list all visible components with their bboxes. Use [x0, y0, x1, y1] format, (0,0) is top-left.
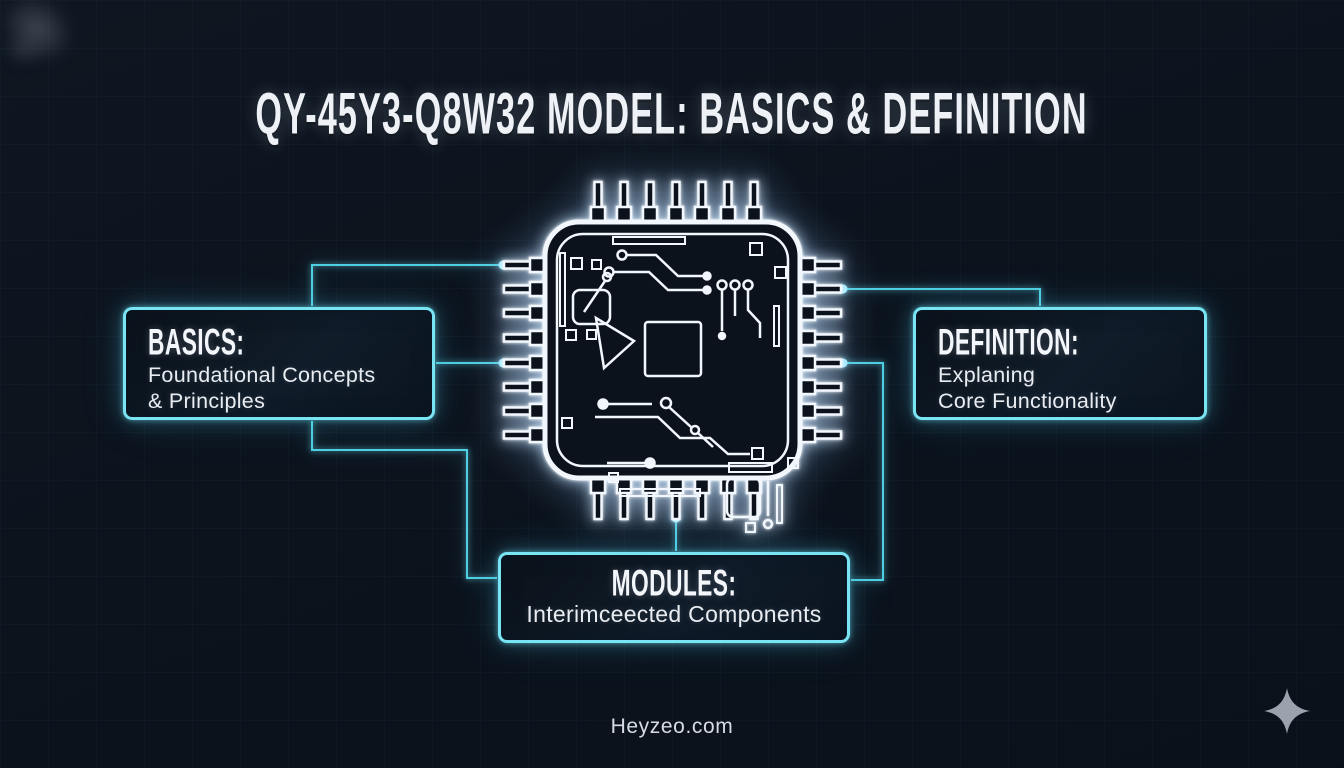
- chip-circuit-traces: [559, 236, 799, 533]
- edge-definition-top: [843, 288, 1041, 306]
- definition-heading: DEFINITION:: [938, 323, 1079, 364]
- node-definition: DEFINITION: Explaning Core Functionality: [913, 307, 1207, 420]
- node-basics: BASICS: Foundational Concepts & Principl…: [123, 307, 435, 420]
- chip-pins-right: [797, 256, 843, 444]
- page-title: QY-45Y3-Q8W32 MODEL: BASICS & DEFINITION: [0, 80, 1344, 146]
- modules-heading: MODULES:: [611, 564, 737, 605]
- basics-heading: BASICS:: [148, 323, 245, 364]
- page-title-text: QY-45Y3-Q8W32 MODEL: BASICS & DEFINITION: [255, 80, 1089, 147]
- chip-pins-left: [502, 256, 548, 444]
- chip-pins-top: [589, 180, 763, 225]
- chip-body: [542, 219, 803, 481]
- corner-smudge-texture: [0, 28, 52, 74]
- edge-basics-modules: [311, 421, 497, 579]
- sparkle-icon: [1264, 688, 1310, 734]
- basics-description: Foundational Concepts & Principles: [148, 363, 376, 413]
- chip-pins-bottom: [589, 475, 763, 521]
- wire-endpoint-dots: [498, 260, 848, 523]
- node-modules: MODULES: Interimceected Components: [498, 552, 850, 643]
- definition-description: Explaning Core Functionality: [938, 363, 1117, 413]
- edge-basics-top: [311, 264, 503, 306]
- edge-definition-modules: [843, 362, 884, 581]
- modules-description: Interimceected Components: [526, 601, 822, 627]
- website-watermark: Heyzeo.com: [610, 715, 734, 738]
- chip-body-inner: [555, 232, 790, 468]
